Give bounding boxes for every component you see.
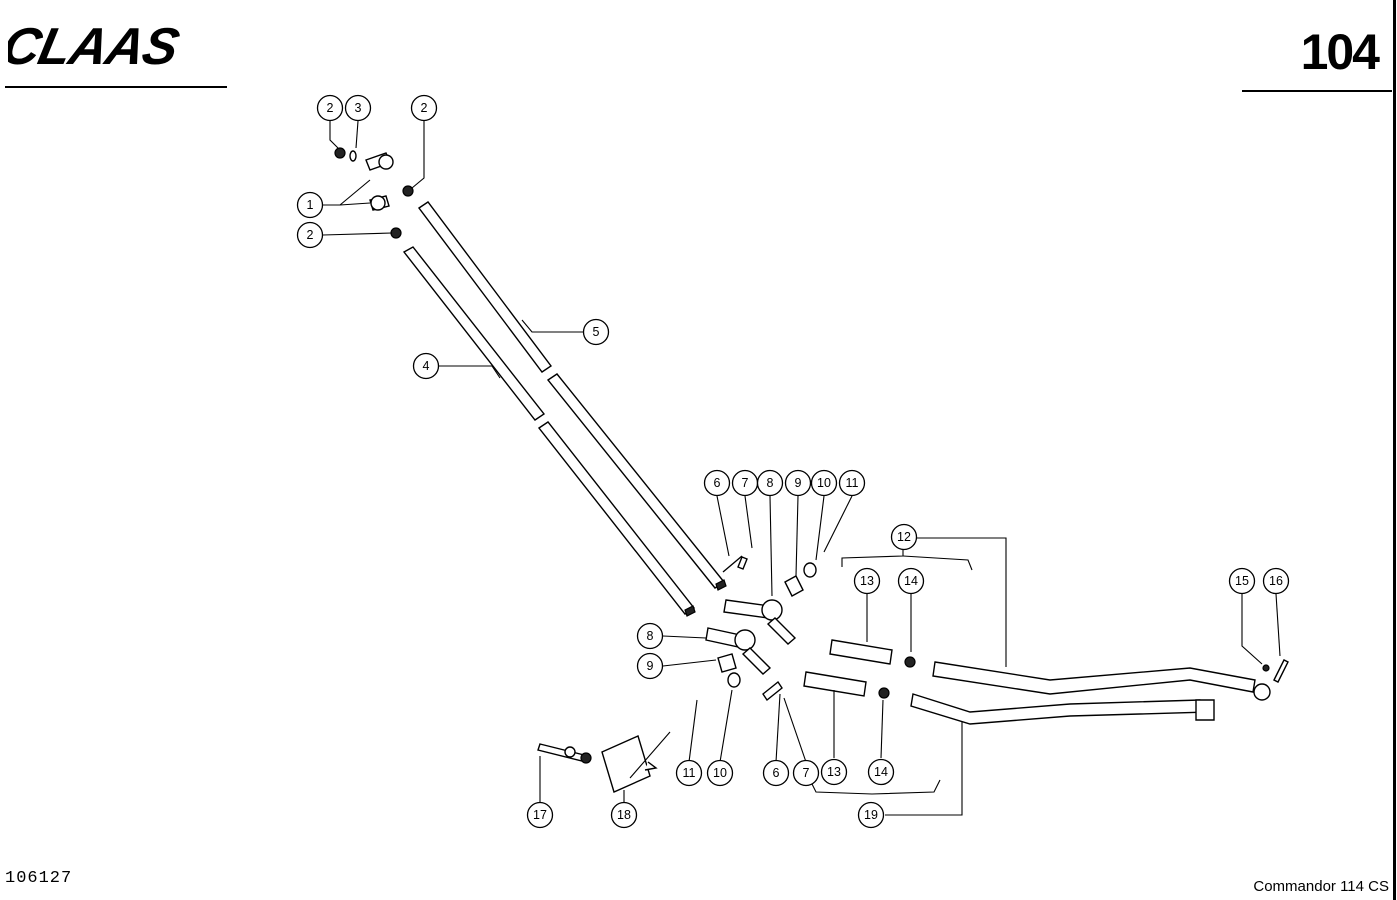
callout-4: 4 (412, 352, 440, 380)
callout-6: 6 (703, 469, 731, 497)
callout-1: 1 (296, 191, 324, 219)
callout-8: 8 (756, 469, 784, 497)
callout-label: 10 (713, 766, 727, 780)
rod-5 (417, 201, 727, 591)
callout-10: 10 (810, 469, 838, 497)
header-rule-right (1242, 90, 1392, 92)
callout-9: 9 (636, 652, 664, 680)
claas-logo: CLAAS (8, 18, 184, 76)
callout-15: 15 (1228, 567, 1256, 595)
model-name: Commandor 114 CS (1253, 878, 1389, 895)
callout-8: 8 (636, 622, 664, 650)
callout-label: 2 (421, 101, 428, 115)
callout-label: 12 (897, 530, 911, 544)
callout-label: 19 (864, 808, 878, 822)
callout-label: 4 (423, 359, 430, 373)
callout-label: 11 (846, 476, 859, 490)
callout-label: 16 (1269, 574, 1283, 588)
page-number: 104 (1300, 24, 1380, 80)
callout-label: 14 (874, 765, 888, 779)
callout-17: 17 (526, 801, 554, 829)
callout-12: 12 (890, 523, 918, 551)
callout-2: 2 (296, 221, 324, 249)
leader-lines (322, 120, 1281, 816)
callout-2: 2 (316, 94, 344, 122)
callout-3: 3 (344, 94, 372, 122)
callout-label: 7 (803, 766, 810, 780)
drawing-number: 106127 (5, 869, 73, 888)
callout-14: 14 (867, 758, 895, 786)
callout-label: 3 (355, 101, 362, 115)
callout-label: 1 (307, 198, 314, 212)
header-rule-left (5, 86, 227, 88)
callout-label: 10 (817, 476, 831, 490)
nuts-washers (334, 147, 414, 239)
callout-2: 2 (410, 94, 438, 122)
callout-7: 7 (731, 469, 759, 497)
clevis-13 (803, 639, 916, 699)
callout-label: 5 (593, 325, 600, 339)
callout-label: 6 (714, 476, 721, 490)
pin-15-16 (1262, 659, 1289, 683)
callout-18: 18 (610, 801, 638, 829)
callout-11: 11 (675, 759, 703, 787)
callout-13: 13 (853, 567, 881, 595)
rod-pair-12 (910, 661, 1271, 725)
callout-label: 14 (904, 574, 918, 588)
callout-label: 7 (742, 476, 749, 490)
callout-16: 16 (1262, 567, 1290, 595)
callout-label: 9 (795, 476, 802, 490)
svg-text:CLAAS: CLAAS (8, 18, 184, 76)
callout-6: 6 (762, 759, 790, 787)
rod-4 (402, 246, 696, 617)
callout-13: 13 (820, 758, 848, 786)
callout-14: 14 (897, 567, 925, 595)
callout-5: 5 (582, 318, 610, 346)
callout-19: 19 (857, 801, 885, 829)
callout-label: 18 (617, 808, 631, 822)
callout-label: 13 (860, 574, 874, 588)
callout-10: 10 (706, 759, 734, 787)
callout-label: 6 (773, 766, 780, 780)
page-border (1393, 0, 1396, 900)
parts-drawing (334, 147, 1289, 793)
callout-label: 13 (827, 765, 841, 779)
plate-18 (601, 735, 658, 793)
callout-label: 11 (683, 766, 696, 780)
callout-label: 8 (647, 629, 654, 643)
callout-label: 15 (1235, 574, 1249, 588)
callout-label: 9 (647, 659, 654, 673)
callout-7: 7 (792, 759, 820, 787)
bolt-17 (537, 743, 592, 764)
callout-label: 8 (767, 476, 774, 490)
callout-11: 11 (838, 469, 866, 497)
callout-label: 17 (533, 808, 547, 822)
callout-label: 2 (327, 101, 334, 115)
callout-label: 2 (307, 228, 314, 242)
bracket-lower (705, 627, 783, 702)
ball-joint-1 (365, 152, 394, 211)
bracket-upper (722, 555, 817, 645)
callout-9: 9 (784, 469, 812, 497)
